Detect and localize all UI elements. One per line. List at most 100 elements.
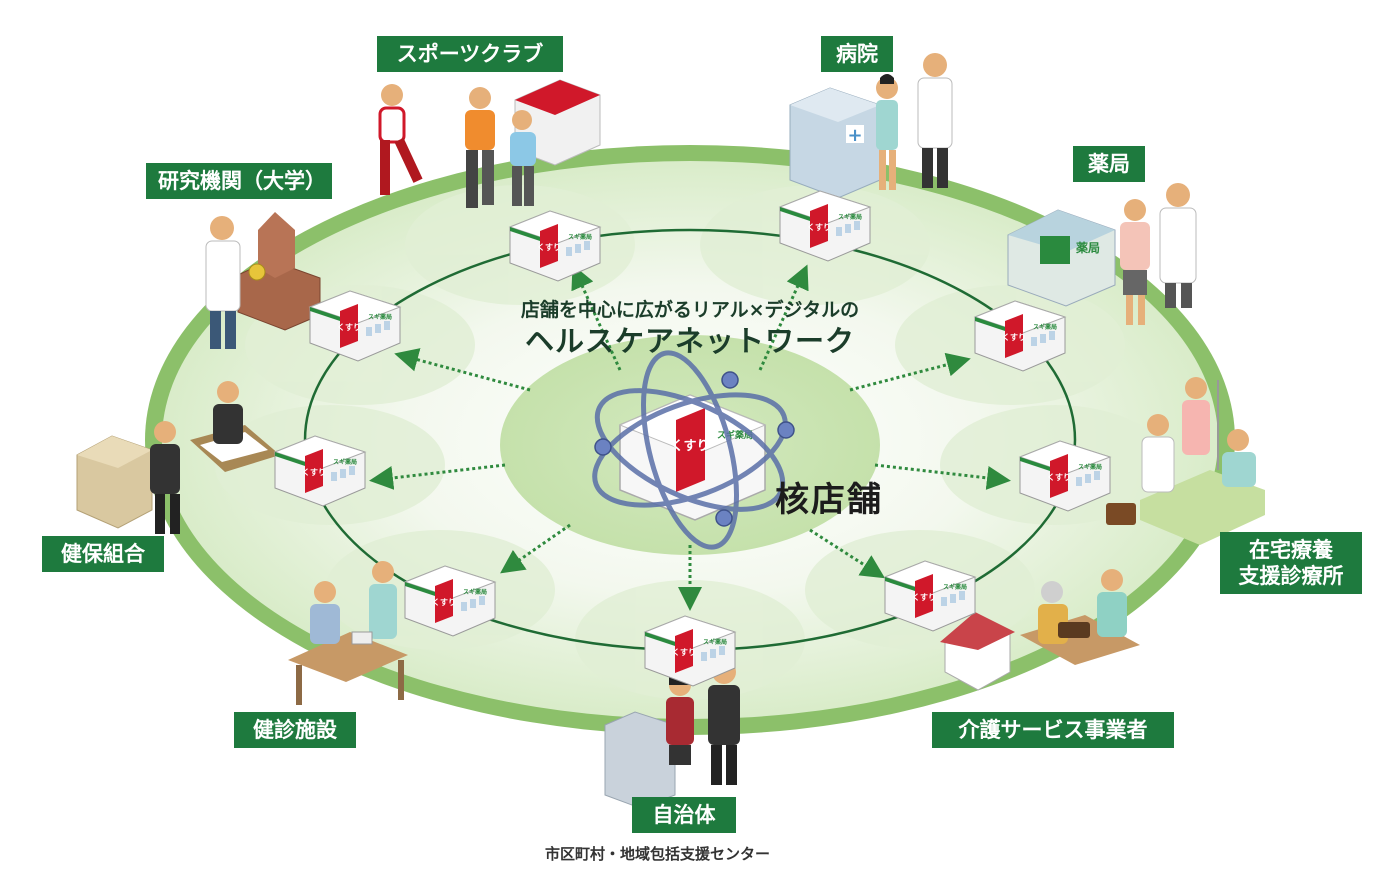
store-window (710, 649, 716, 658)
store-window (461, 602, 467, 611)
store-window (836, 227, 842, 236)
examinee-icon (310, 581, 340, 644)
label-home-care-line2: 支援診療所 (1238, 564, 1344, 588)
headline-line1: 店舗を中心に広がるリアル×デジタルの (520, 299, 860, 321)
store-sign: くすり (912, 593, 936, 602)
store-window (1094, 471, 1100, 480)
store-window (575, 244, 581, 253)
store-brand: スギ薬局 (1078, 463, 1102, 471)
label-care-service: 介護サービス事業者 (932, 712, 1174, 748)
label-research: 研究機関（大学） (146, 163, 332, 199)
pharmacy-scene: 薬局 (1007, 183, 1197, 325)
store-sign: くすり (302, 468, 326, 477)
label-home-care-line1: 在宅療養 (1249, 538, 1333, 562)
hospital-scene: + (789, 53, 953, 199)
hospital-cross-icon: + (847, 125, 862, 146)
research-scene (205, 212, 321, 349)
pharmacy-sign-text: 薬局 (1076, 240, 1100, 255)
store-brand: スギ薬局 (943, 583, 967, 591)
athlete-woman-icon (378, 84, 423, 195)
atom-orbits-icon (592, 350, 788, 550)
headline-line2: ヘルスケアネットワーク (524, 324, 855, 358)
store-brand: スギ薬局 (1033, 323, 1057, 331)
exam-nurse-icon (369, 561, 397, 639)
store-sign: くすり (807, 223, 831, 232)
nurse-icon (876, 74, 898, 190)
store-brand: スギ薬局 (463, 588, 487, 596)
store-brand: スギ薬局 (568, 233, 592, 241)
connection-arrows (369, 264, 1011, 611)
store-window (719, 646, 725, 655)
store-window (1049, 331, 1055, 340)
store-window (1076, 477, 1082, 486)
store-window (854, 221, 860, 230)
insurance-scene (76, 381, 280, 534)
store-window (584, 241, 590, 250)
store-sign: くすり (337, 323, 361, 332)
pharmacy-staff-woman-icon (1120, 199, 1150, 325)
home-nurse-icon (1182, 377, 1210, 455)
label-hospital: 病院 (821, 36, 893, 72)
patient-icon (1222, 429, 1256, 487)
store-sign: くすり (1047, 473, 1071, 482)
store-window (950, 594, 956, 603)
store-brand: スギ薬局 (368, 313, 392, 321)
atom-electrons-icon (594, 371, 795, 527)
insurance-staff-left-icon (150, 421, 180, 534)
store-window (701, 652, 707, 661)
store-window (340, 469, 346, 478)
core-store-sign: くすり (670, 439, 709, 454)
store-window (349, 466, 355, 475)
health-check-scene (288, 561, 408, 705)
home-doctor-icon (1141, 414, 1175, 493)
label-municipality-sub: 市区町村・地域包括支援センター (545, 845, 771, 863)
athlete-boy-icon (510, 110, 536, 206)
store-window (845, 224, 851, 233)
label-sports-club: スポーツクラブ (377, 36, 563, 72)
researcher-icon (205, 216, 266, 349)
sports-club-scene (378, 79, 601, 208)
care-service-scene (940, 569, 1140, 691)
doctor-icon (917, 53, 953, 188)
store-brand: スギ薬局 (703, 638, 727, 646)
athlete-man-icon (465, 87, 495, 208)
store-window (479, 596, 485, 605)
store-sign: くすり (432, 598, 456, 607)
store-window (384, 321, 390, 330)
store-window (1040, 334, 1046, 343)
insurance-staff-right-icon (213, 381, 243, 444)
store-nodes: くすりスギ薬局くすりスギ薬局くすりスギ薬局くすりスギ薬局くすりスギ薬局くすりスギ… (273, 190, 1112, 687)
label-pharmacy: 薬局 (1073, 146, 1145, 182)
store-brand: スギ薬局 (333, 458, 357, 466)
label-health-check: 健診施設 (234, 712, 356, 748)
store-window (959, 591, 965, 600)
store-window (941, 597, 947, 606)
label-insurance: 健保組合 (42, 536, 164, 572)
store-window (566, 247, 572, 256)
store-window (1085, 474, 1091, 483)
store-sign: くすり (537, 243, 561, 252)
store-window (1031, 337, 1037, 346)
home-care-scene (1106, 377, 1265, 545)
store-window (375, 324, 381, 333)
store-brand: スギ薬局 (838, 213, 862, 221)
label-municipality: 自治体 (632, 797, 736, 833)
core-store-label: 核店舗 (775, 480, 883, 520)
label-home-care: 在宅療養 支援診療所 (1220, 532, 1362, 594)
store-window (331, 472, 337, 481)
store-sign: くすり (1002, 333, 1026, 342)
store-window (470, 599, 476, 608)
pharmacist-icon (1159, 183, 1197, 308)
caregiver-icon (1097, 569, 1127, 637)
store-window (366, 327, 372, 336)
